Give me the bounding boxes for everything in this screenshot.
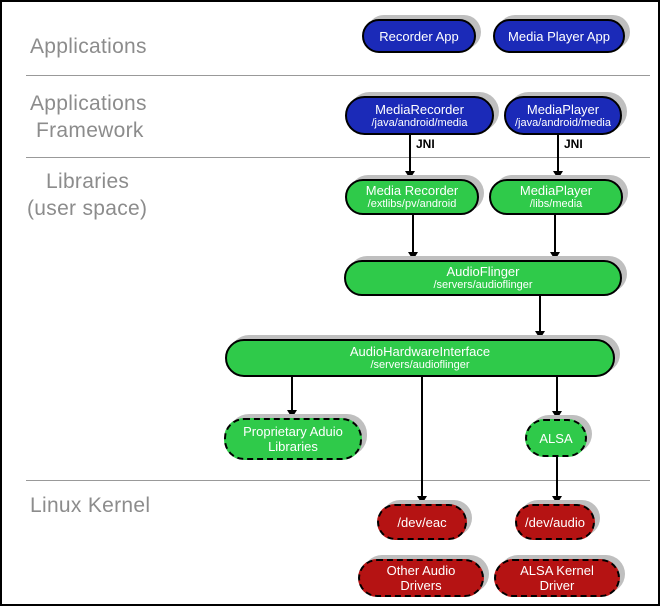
node-title: Proprietary Aduio Libraries (243, 424, 343, 454)
divider-framework (26, 157, 650, 158)
node-title: /dev/eac (397, 514, 447, 530)
divider-kernel (26, 480, 650, 481)
node-subtitle: /libs/media (529, 198, 583, 210)
node-title: ALSA (539, 430, 573, 446)
node-title: MediaPlayer (526, 101, 600, 117)
connector-jni-right (557, 135, 559, 172)
node-recorder-app: Recorder App (362, 19, 476, 53)
node-subtitle: /servers/audioflinger (370, 359, 470, 371)
node-mediaplayer-native: MediaPlayer /libs/media (489, 179, 623, 215)
node-media-player-app: Media Player App (493, 19, 625, 53)
layer-label-applications: Applications (30, 35, 147, 58)
connector-player-to-audioflinger (554, 215, 556, 253)
connector-audioflinger-to-ahi (539, 295, 541, 332)
node-dev-eac: /dev/eac (377, 504, 467, 540)
node-dev-audio: /dev/audio (515, 504, 595, 540)
arrowhead-ahi-to-proprietary (287, 410, 297, 418)
connector-ahi-to-alsa (556, 377, 558, 412)
node-title: /dev/audio (525, 514, 585, 530)
node-subtitle: /java/android/media (514, 116, 611, 129)
node-subtitle: /servers/audioflinger (433, 279, 533, 291)
node-title: MediaPlayer (519, 183, 593, 198)
connector-recorder-to-audioflinger (412, 215, 414, 253)
node-audioflinger: AudioFlinger /servers/audioflinger (344, 260, 622, 296)
layer-label-applications-framework-line2: Framework (36, 119, 144, 142)
node-alsa-kernel-driver: ALSA Kernel Driver (494, 559, 620, 597)
node-title: MediaRecorder (375, 101, 464, 117)
arrowhead-ahi-to-dev-eac (417, 496, 427, 504)
node-other-audio-drivers: Other Audio Drivers (358, 559, 484, 597)
node-title: Media Player App (508, 28, 610, 44)
connector-ahi-to-dev-eac (421, 377, 423, 497)
arrowhead-ahi-to-alsa (552, 411, 562, 419)
connector-alsa-to-dev-audio (556, 457, 558, 497)
arrowhead-audioflinger-to-ahi (535, 331, 545, 339)
node-alsa: ALSA (525, 419, 587, 457)
node-mediaplayer-java: MediaPlayer /java/android/media (504, 96, 622, 135)
node-subtitle: /java/android/media (371, 116, 468, 129)
divider-applications (26, 75, 650, 76)
node-subtitle: /extlibs/pv/android (367, 198, 457, 210)
node-title: Media Recorder (365, 183, 459, 198)
jni-label-left: JNI (416, 137, 435, 151)
layer-label-linux-kernel: Linux Kernel (30, 494, 151, 517)
arrowhead-jni-left (405, 171, 415, 179)
layer-label-libraries-line1: Libraries (46, 170, 130, 193)
node-audiohardwareinterface: AudioHardwareInterface /servers/audiofli… (225, 339, 615, 377)
node-title: AudioFlinger (446, 264, 520, 279)
node-title: ALSA Kernel Driver (520, 563, 594, 593)
node-media-recorder-native: Media Recorder /extlibs/pv/android (345, 179, 479, 215)
arrowhead-recorder-to-audioflinger (408, 252, 418, 260)
node-title: Recorder App (379, 28, 459, 44)
arrowhead-player-to-audioflinger (550, 252, 560, 260)
node-proprietary-audio-libraries: Proprietary Aduio Libraries (224, 418, 362, 460)
node-title: AudioHardwareInterface (349, 344, 491, 359)
arrowhead-alsa-to-dev-audio (552, 496, 562, 504)
jni-label-right: JNI (564, 137, 583, 151)
connector-jni-left (409, 135, 411, 172)
connector-ahi-to-proprietary (291, 377, 293, 411)
node-title: Other Audio Drivers (386, 563, 456, 593)
arrowhead-jni-right (553, 171, 563, 179)
node-mediarecorder-java: MediaRecorder /java/android/media (345, 96, 494, 135)
layer-label-libraries-line2: (user space) (27, 197, 148, 220)
layer-label-applications-framework-line1: Applications (30, 92, 147, 115)
